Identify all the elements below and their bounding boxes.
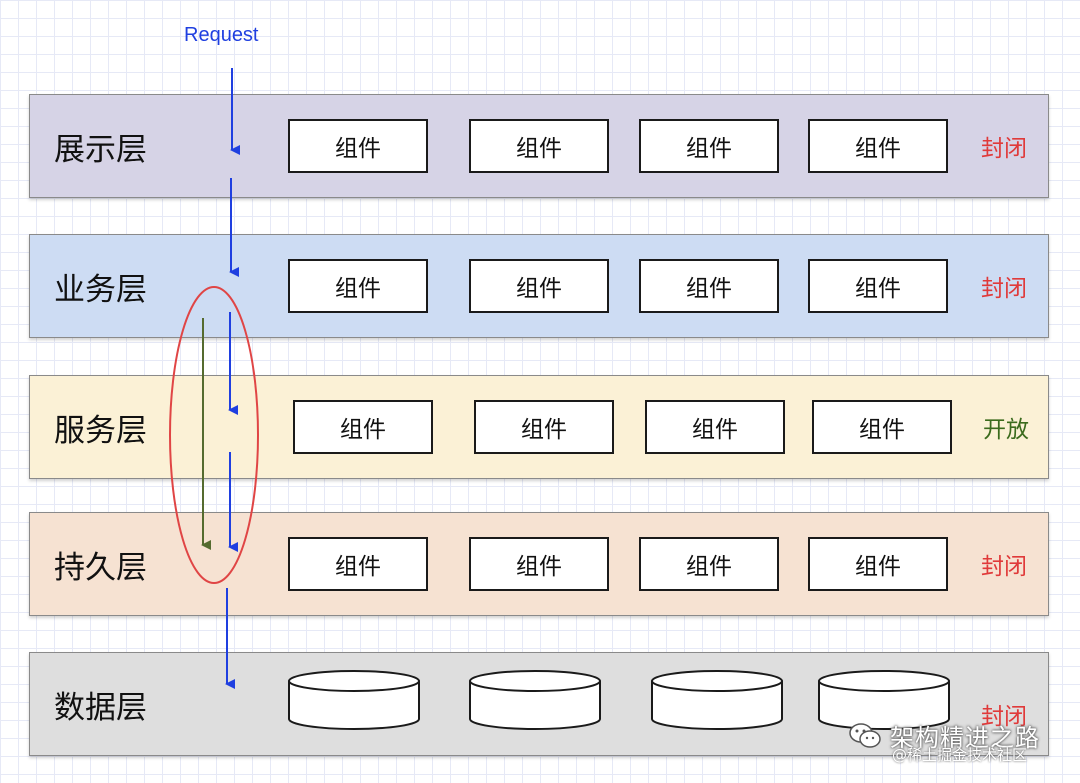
layer-name: 展示层 bbox=[54, 131, 147, 168]
persistence-layer: 持久层 组件 组件 组件 组件 封闭 bbox=[29, 512, 1049, 616]
layer-name: 业务层 bbox=[54, 271, 147, 308]
component-box: 组件 bbox=[293, 400, 433, 454]
component-box: 组件 bbox=[808, 537, 948, 591]
presentation-layer: 展示层 组件 组件 组件 组件 封闭 bbox=[29, 94, 1049, 198]
component-box: 组件 bbox=[288, 119, 428, 173]
database-icon bbox=[818, 670, 950, 730]
component-box: 组件 bbox=[469, 119, 609, 173]
component-box: 组件 bbox=[288, 259, 428, 313]
component-box: 组件 bbox=[812, 400, 952, 454]
layer-status: 封闭 bbox=[981, 136, 1027, 162]
component-box: 组件 bbox=[808, 119, 948, 173]
layer-status: 封闭 bbox=[981, 554, 1027, 580]
component-box: 组件 bbox=[639, 119, 779, 173]
component-box: 组件 bbox=[645, 400, 785, 454]
component-box: 组件 bbox=[474, 400, 614, 454]
component-box: 组件 bbox=[469, 259, 609, 313]
layer-name: 服务层 bbox=[54, 412, 147, 449]
component-box: 组件 bbox=[469, 537, 609, 591]
data-layer: 数据层 封闭 bbox=[29, 652, 1049, 756]
request-label: Request bbox=[184, 24, 259, 46]
database-icon bbox=[288, 670, 420, 730]
layer-status: 封闭 bbox=[981, 704, 1027, 730]
business-layer: 业务层 组件 组件 组件 组件 封闭 bbox=[29, 234, 1049, 338]
watermark: 架构精进之路 @稀土掘金技术社区 bbox=[848, 718, 1040, 764]
wechat-icon bbox=[849, 722, 881, 748]
component-box: 组件 bbox=[808, 259, 948, 313]
component-box: 组件 bbox=[288, 537, 428, 591]
database-icon bbox=[651, 670, 783, 730]
layer-status: 开放 bbox=[983, 417, 1029, 443]
component-box: 组件 bbox=[639, 537, 779, 591]
layer-status: 封闭 bbox=[981, 276, 1027, 302]
watermark-subtitle: @稀土掘金技术社区 bbox=[892, 746, 1028, 764]
layer-name: 持久层 bbox=[54, 549, 147, 586]
watermark-title: 架构精进之路 bbox=[890, 724, 1040, 752]
layer-name: 数据层 bbox=[54, 689, 147, 726]
service-layer: 服务层 组件 组件 组件 组件 开放 bbox=[29, 375, 1049, 479]
component-box: 组件 bbox=[639, 259, 779, 313]
database-icon bbox=[469, 670, 601, 730]
